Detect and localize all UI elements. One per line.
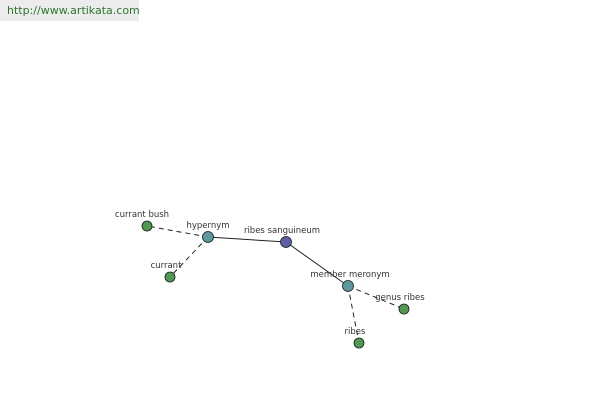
node-currant[interactable] bbox=[164, 271, 176, 283]
edge-hypernym-to-currant-bush bbox=[146, 225, 209, 238]
node-label-member-meronym[interactable]: member meronym bbox=[310, 270, 389, 280]
edge-center-to-hypernym bbox=[207, 236, 287, 243]
node-label-ribes[interactable]: ribes bbox=[345, 327, 366, 337]
node-label-hypernym[interactable]: hypernym bbox=[186, 221, 229, 231]
edge-center-to-member-meronym bbox=[285, 241, 349, 287]
node-ribes[interactable] bbox=[353, 337, 365, 349]
edge-member-meronym-to-ribes bbox=[347, 285, 360, 344]
node-label-currant[interactable]: currant bbox=[151, 261, 182, 271]
watermark-url: http://www.artikata.com bbox=[0, 0, 140, 21]
node-label-currant-bush[interactable]: currant bush bbox=[115, 210, 169, 220]
edge-member-meronym-to-genus-ribes bbox=[347, 285, 405, 310]
node-currant-bush[interactable] bbox=[141, 220, 153, 232]
edges-layer bbox=[146, 225, 405, 344]
node-member-meronym[interactable] bbox=[342, 280, 354, 292]
labels-layer: ribes sanguineum hypernym member meronym cu… bbox=[115, 210, 425, 337]
edge-hypernym-to-currant bbox=[169, 236, 209, 278]
node-label-genus-ribes[interactable]: genus ribes bbox=[375, 293, 425, 303]
nodes-layer bbox=[141, 220, 410, 349]
node-genus-ribes[interactable] bbox=[398, 303, 410, 315]
node-center[interactable] bbox=[280, 236, 292, 248]
node-label-center[interactable]: ribes sanguineum bbox=[244, 226, 320, 236]
node-hypernym[interactable] bbox=[202, 231, 214, 243]
